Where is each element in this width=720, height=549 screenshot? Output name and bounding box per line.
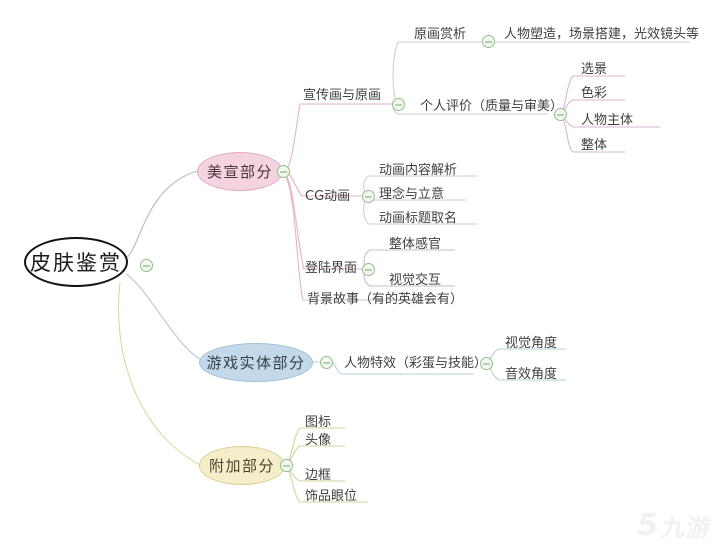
branch-node-art-promo[interactable]: 美宣部分 — [197, 152, 283, 191]
node-visual-interaction[interactable]: 视觉交互 — [389, 274, 441, 287]
node-personal-eval-collapse-toggle[interactable] — [554, 108, 567, 121]
node-promo-art-collapse-toggle[interactable] — [392, 98, 405, 111]
watermark-text: 九游 — [659, 514, 714, 542]
watermark: 5 九游 — [634, 508, 714, 543]
node-overall-sense[interactable]: 整体感官 — [389, 238, 441, 251]
node-personal-eval[interactable]: 个人评价（质量与审美） — [420, 100, 563, 113]
node-visual-angle-label: 视觉角度 — [505, 336, 558, 351]
node-background-story-label: 背景故事（有的英雄会有） — [307, 292, 464, 307]
node-audio-angle[interactable]: 音效角度 — [505, 368, 557, 381]
node-color[interactable]: 色彩 — [581, 87, 607, 100]
node-audio-angle-label: 音效角度 — [505, 367, 558, 382]
node-character-fx-collapse-toggle[interactable] — [480, 357, 493, 370]
node-personal-eval-label: 个人评价（质量与审美） — [420, 99, 564, 114]
node-character-subject-label: 人物主体 — [581, 113, 634, 128]
node-cg-animation-label: CG动画 — [305, 189, 351, 204]
node-character-fx-label: 人物特效（彩蛋与技能） — [344, 356, 488, 371]
node-concept-idea-label: 理念与立意 — [379, 187, 445, 202]
root-collapse-toggle[interactable] — [140, 259, 153, 272]
node-frame-item-label: 边框 — [305, 468, 332, 483]
node-visual-angle[interactable]: 视觉角度 — [505, 337, 557, 350]
branch-node-extras[interactable]: 附加部分 — [199, 446, 285, 485]
node-original-art-review-collapse-toggle[interactable] — [482, 35, 495, 48]
node-login-screen[interactable]: 登陆界面 — [305, 262, 357, 275]
node-original-art-review[interactable]: 原画赏析 — [414, 28, 466, 41]
node-avatar-item[interactable]: 头像 — [305, 434, 331, 447]
node-cg-animation[interactable]: CG动画 — [305, 190, 350, 203]
watermark-logo-icon: 5 — [634, 508, 661, 543]
node-overall-sense-label: 整体感官 — [389, 237, 442, 252]
node-avatar-item-label: 头像 — [305, 433, 332, 448]
node-login-screen-label: 登陆界面 — [305, 261, 358, 276]
node-overall[interactable]: 整体 — [581, 139, 607, 152]
node-anim-content-label: 动画内容解析 — [379, 163, 458, 178]
node-visual-interaction-label: 视觉交互 — [389, 273, 442, 288]
node-cg-animation-collapse-toggle[interactable] — [362, 190, 375, 203]
root-node-label: 皮肤鉴赏 — [30, 251, 122, 275]
node-accessory-eye-label: 饰品眼位 — [305, 489, 358, 504]
branch-extras-collapse-toggle[interactable] — [280, 459, 293, 472]
node-promo-art-label: 宣传画与原画 — [303, 88, 382, 103]
node-art-aspects[interactable]: 人物塑造，场景搭建，光效镜头等 — [504, 28, 699, 41]
node-character-subject[interactable]: 人物主体 — [581, 114, 633, 127]
branch-node-extras-label: 附加部分 — [208, 457, 275, 475]
node-frame-item[interactable]: 边框 — [305, 469, 331, 482]
branch-node-art-promo-label: 美宣部分 — [206, 163, 273, 181]
root-node[interactable]: 皮肤鉴赏 — [24, 237, 128, 287]
node-anim-title[interactable]: 动画标题取名 — [379, 212, 457, 225]
node-background-story[interactable]: 背景故事（有的英雄会有） — [307, 293, 463, 306]
node-color-label: 色彩 — [581, 86, 608, 101]
node-concept-idea[interactable]: 理念与立意 — [379, 188, 444, 201]
branch-game-entity-collapse-toggle[interactable] — [320, 356, 333, 369]
node-login-screen-collapse-toggle[interactable] — [362, 263, 375, 276]
branch-node-game-entity-label: 游戏实体部分 — [206, 354, 306, 372]
node-art-aspects-label: 人物塑造，场景搭建，光效镜头等 — [504, 27, 700, 42]
node-icon-item-label: 图标 — [305, 415, 332, 430]
node-icon-item[interactable]: 图标 — [305, 416, 331, 429]
branch-node-game-entity[interactable]: 游戏实体部分 — [199, 343, 313, 382]
node-promo-art[interactable]: 宣传画与原画 — [303, 89, 381, 102]
node-original-art-review-label: 原画赏析 — [414, 27, 467, 42]
node-anim-content[interactable]: 动画内容解析 — [379, 164, 457, 177]
node-character-fx[interactable]: 人物特效（彩蛋与技能） — [344, 357, 487, 370]
node-overall-label: 整体 — [581, 138, 608, 153]
node-scene-choice[interactable]: 选景 — [581, 63, 607, 76]
node-accessory-eye[interactable]: 饰品眼位 — [305, 490, 357, 503]
node-anim-title-label: 动画标题取名 — [379, 211, 458, 226]
node-scene-choice-label: 选景 — [581, 62, 608, 77]
branch-art-promo-collapse-toggle[interactable] — [277, 165, 290, 178]
